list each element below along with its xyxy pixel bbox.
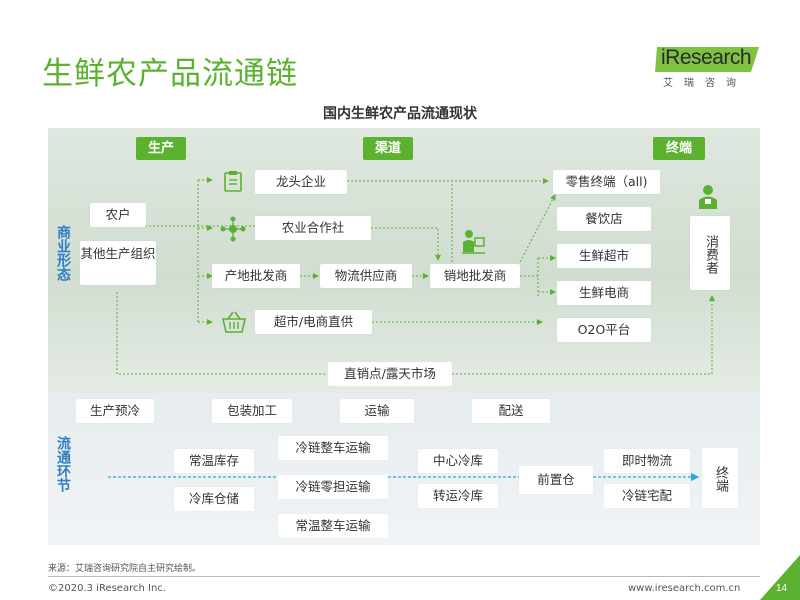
worker-at-desk-icon bbox=[460, 228, 486, 256]
clipboard-icon bbox=[222, 170, 244, 192]
node-supermarket-ecommerce-direct: 超市/电商直供 bbox=[255, 310, 372, 334]
node-fresh-supermarket: 生鲜超市 bbox=[557, 244, 651, 268]
node-cooperative: 农业合作社 bbox=[255, 216, 371, 240]
logo-brand: iResearch bbox=[661, 46, 752, 69]
node-transport: 运输 bbox=[340, 399, 414, 423]
business-section-label: 商业形态 bbox=[52, 225, 71, 281]
copyright: ©2020.3 iResearch Inc. bbox=[48, 583, 166, 594]
node-cold-storage: 冷库仓储 bbox=[174, 487, 254, 511]
source-note: 来源：艾瑞咨询研究院自主研究绘制。 bbox=[48, 564, 202, 574]
node-ambient-storage: 常温库存 bbox=[174, 449, 254, 473]
node-cold-home-delivery: 冷链宅配 bbox=[604, 484, 690, 508]
node-ambient-ftl: 常温整车运输 bbox=[278, 514, 388, 538]
footer-divider bbox=[48, 576, 760, 577]
node-cold-chain-ltl: 冷链零担运输 bbox=[278, 475, 388, 499]
header-channel: 渠道 bbox=[363, 137, 413, 160]
network-icon bbox=[220, 216, 246, 242]
node-fresh-ecommerce: 生鲜电商 bbox=[557, 281, 651, 305]
node-circulation-terminal: 终端 bbox=[702, 448, 738, 508]
page-number: 14 bbox=[776, 583, 788, 594]
node-precooling: 生产预冷 bbox=[76, 399, 154, 423]
node-consumer: 消费者 bbox=[690, 216, 730, 290]
node-direct-sales: 直销点/露天市场 bbox=[328, 362, 452, 386]
node-retail-all: 零售终端（all) bbox=[553, 170, 660, 194]
node-origin-wholesaler: 产地批发商 bbox=[212, 264, 300, 288]
node-transit-cold-warehouse: 转运冷库 bbox=[418, 484, 498, 508]
node-farmer: 农户 bbox=[90, 203, 146, 227]
node-destination-wholesaler: 销地批发商 bbox=[430, 264, 520, 288]
node-o2o-platform: O2O平台 bbox=[557, 318, 651, 342]
consumer-text: 消费者 bbox=[703, 234, 718, 274]
node-logistics-supplier: 物流供应商 bbox=[320, 264, 412, 288]
header-production: 生产 bbox=[136, 137, 186, 160]
circulation-section-label: 流通环节 bbox=[52, 436, 71, 492]
header-terminal: 终端 bbox=[653, 137, 705, 160]
node-central-cold-warehouse: 中心冷库 bbox=[418, 449, 498, 473]
business-label-text: 商业形态 bbox=[55, 225, 71, 281]
circulation-terminal-text: 终端 bbox=[713, 466, 728, 492]
diagram-title: 国内生鲜农产品流通现状 bbox=[323, 106, 477, 122]
website-link[interactable]: www.iresearch.com.cn bbox=[628, 583, 741, 594]
shopping-basket-icon bbox=[221, 310, 247, 334]
node-instant-logistics: 即时物流 bbox=[604, 449, 690, 473]
page-corner-decoration bbox=[760, 555, 800, 600]
page-title: 生鲜农产品流通链 bbox=[42, 56, 298, 92]
circulation-label-text: 流通环节 bbox=[55, 436, 71, 492]
node-other-producers: 其他生产组织 bbox=[80, 241, 156, 285]
node-front-warehouse: 前置仓 bbox=[519, 466, 593, 494]
iresearch-logo: iResearch 艾瑞咨询 bbox=[655, 44, 765, 92]
node-distribution: 配送 bbox=[472, 399, 550, 423]
person-icon bbox=[697, 184, 719, 210]
node-leading-enterprise: 龙头企业 bbox=[255, 170, 347, 194]
node-packaging: 包装加工 bbox=[212, 399, 292, 423]
logo-cn: 艾瑞咨询 bbox=[663, 78, 747, 89]
node-cold-chain-ftl: 冷链整车运输 bbox=[278, 436, 388, 460]
node-restaurant: 餐饮店 bbox=[557, 207, 651, 231]
